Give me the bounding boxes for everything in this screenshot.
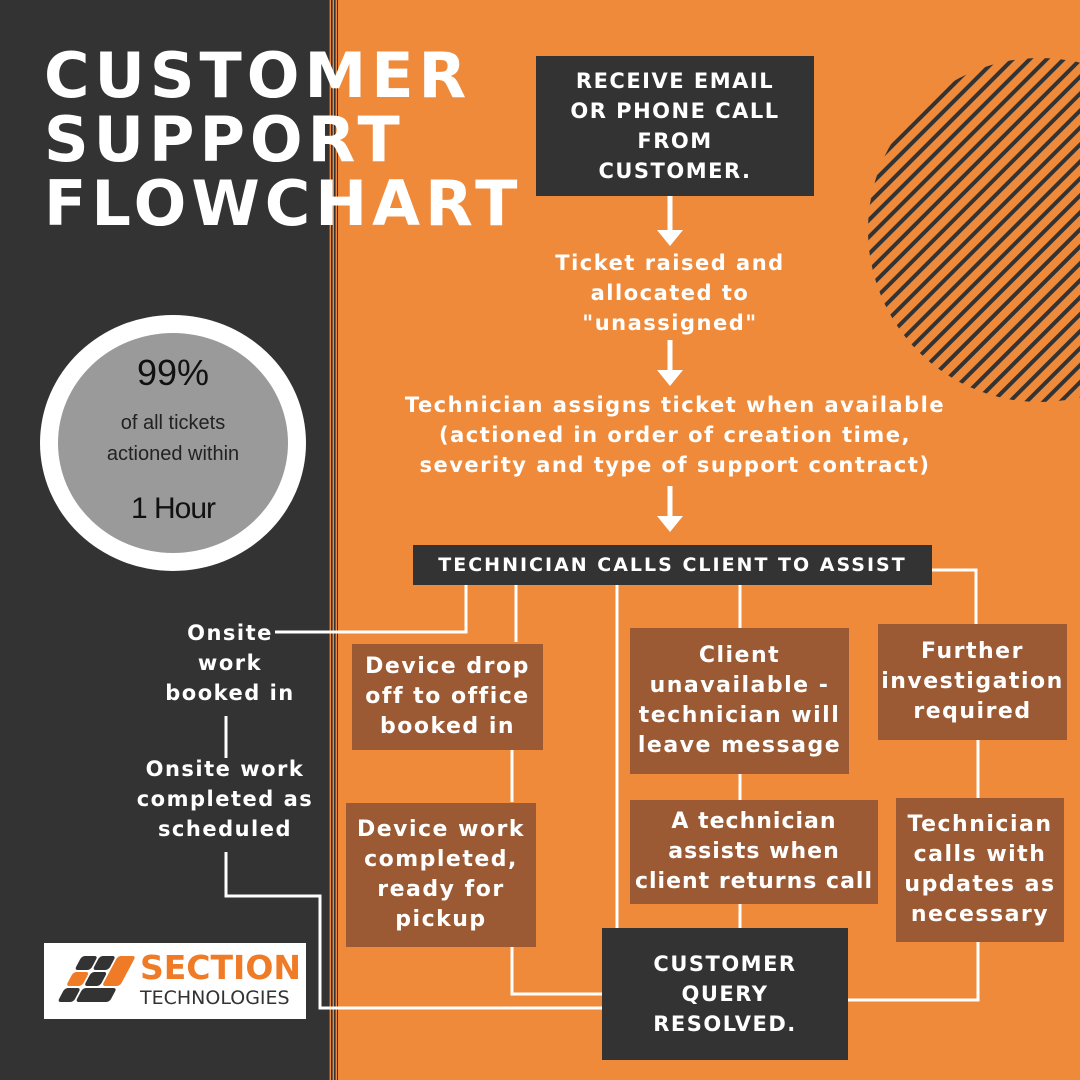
node-device-drop: Device drop off to office booked in (352, 644, 543, 750)
node-device-work-line-2: completed, (364, 847, 518, 872)
node-onsite-booked: Onsite work booked in (150, 618, 310, 708)
logo-wordmark-technologies: TECHNOLOGIES (140, 987, 290, 1009)
hatched-circle-decoration (868, 58, 1080, 402)
arrow-receive-to-ticket (657, 196, 683, 246)
node-device-drop-line-3: booked in (379, 714, 516, 739)
node-device-drop-line-1: Device drop (365, 654, 530, 679)
node-technician-assigns: Technician assigns ticket when available… (390, 390, 960, 480)
node-query-resolved-line-2: QUERY (681, 982, 769, 1006)
logo-mark-icon (58, 956, 135, 1002)
node-query-resolved-line-3: RESOLVED. (653, 1012, 797, 1036)
arrow-ticket-to-assign (657, 340, 683, 386)
node-receive-line-4: CUSTOMER. (598, 159, 752, 183)
edge-stripe (328, 0, 338, 1080)
stat-circle-inner (58, 333, 288, 553)
node-technician-assists-line-2: assists when (668, 839, 840, 864)
title-line-1: CUSTOMER (44, 39, 472, 112)
node-receive-contact: RECEIVE EMAIL OR PHONE CALL FROM CUSTOME… (536, 56, 814, 196)
node-onsite-completed-line-2: completed as (136, 787, 314, 811)
stat-description-line-1: of all tickets (120, 412, 226, 434)
node-ticket-raised: Ticket raised and allocated to "unassign… (520, 248, 820, 338)
node-onsite-completed-line-3: scheduled (157, 817, 293, 841)
node-ticket-raised-line-3: "unassigned" (582, 311, 758, 335)
node-technician-updates-line-1: Technician (907, 812, 1053, 837)
node-further-investigation: Further investigation required (878, 624, 1067, 740)
node-technician-assigns-line-3: severity and type of support contract) (419, 453, 931, 477)
node-technician-updates: Technician calls with updates as necessa… (896, 798, 1064, 942)
node-ticket-raised-line-1: Ticket raised and (555, 251, 785, 275)
node-onsite-completed: Onsite work completed as scheduled (120, 754, 330, 844)
node-device-work-line-3: ready for (377, 877, 505, 902)
title-line-3: FLOWCHART (44, 167, 523, 240)
node-onsite-completed-line-1: Onsite work (145, 757, 305, 781)
node-receive-line-2: OR PHONE CALL (570, 99, 780, 123)
connector-updates-to-resolved (848, 942, 980, 1002)
node-technician-updates-line-2: calls with (913, 842, 1047, 867)
node-technician-assigns-line-2: (actioned in order of creation time, (439, 423, 911, 447)
node-onsite-booked-line-3: booked in (165, 681, 295, 705)
node-onsite-booked-line-2: work (197, 651, 263, 675)
node-technician-assists-line-3: client returns call (634, 869, 874, 894)
connector-device-to-resolved (510, 946, 602, 996)
node-client-unavailable-line-2: unavailable - (649, 673, 830, 698)
node-further-investigation-line-1: Further (921, 639, 1024, 664)
node-receive-line-3: FROM (637, 129, 713, 153)
connector-further (932, 568, 978, 624)
node-onsite-booked-line-1: Onsite (187, 621, 273, 645)
node-technician-updates-line-3: updates as (904, 872, 1056, 897)
node-technician-assigns-line-1: Technician assigns ticket when available (404, 393, 946, 417)
node-client-unavailable-line-4: leave message (637, 733, 842, 758)
node-device-work-completed: Device work completed, ready for pickup (346, 803, 536, 947)
node-further-investigation-line-3: required (913, 699, 1032, 724)
node-query-resolved: CUSTOMER QUERY RESOLVED. (602, 928, 848, 1060)
node-technician-calls-text: TECHNICIAN CALLS CLIENT TO ASSIST (438, 554, 907, 576)
node-client-unavailable: Client unavailable - technician will lea… (630, 628, 849, 774)
node-client-unavailable-line-3: technician will (638, 703, 841, 728)
node-further-investigation-line-2: investigation (881, 669, 1064, 694)
node-technician-assists: A technician assists when client returns… (630, 800, 878, 904)
node-device-work-line-4: pickup (395, 907, 487, 932)
arrow-assign-to-calls (657, 486, 683, 532)
stat-description-line-2: actioned within (106, 443, 240, 465)
node-device-drop-line-2: off to office (365, 684, 530, 709)
connector-onsite-to-resolved (224, 852, 602, 1010)
connector-onsite (275, 584, 468, 634)
node-device-work-line-1: Device work (356, 817, 526, 842)
logo-wordmark-section: SECTION (140, 948, 301, 987)
node-client-unavailable-line-1: Client (698, 643, 781, 668)
node-receive-line-1: RECEIVE EMAIL (575, 69, 775, 93)
stat-percent: 99% (136, 352, 210, 393)
node-technician-assists-line-1: A technician (671, 809, 837, 834)
node-technician-calls: TECHNICIAN CALLS CLIENT TO ASSIST (413, 545, 932, 585)
node-query-resolved-line-1: CUSTOMER (653, 952, 797, 976)
page-title: CUSTOMER SUPPORT FLOWCHART (44, 44, 604, 236)
node-ticket-raised-line-2: allocated to (590, 281, 750, 305)
stat-duration: 1 Hour (130, 492, 216, 525)
title-line-2: SUPPORT (44, 103, 405, 176)
node-technician-updates-line-4: necessary (910, 902, 1050, 927)
